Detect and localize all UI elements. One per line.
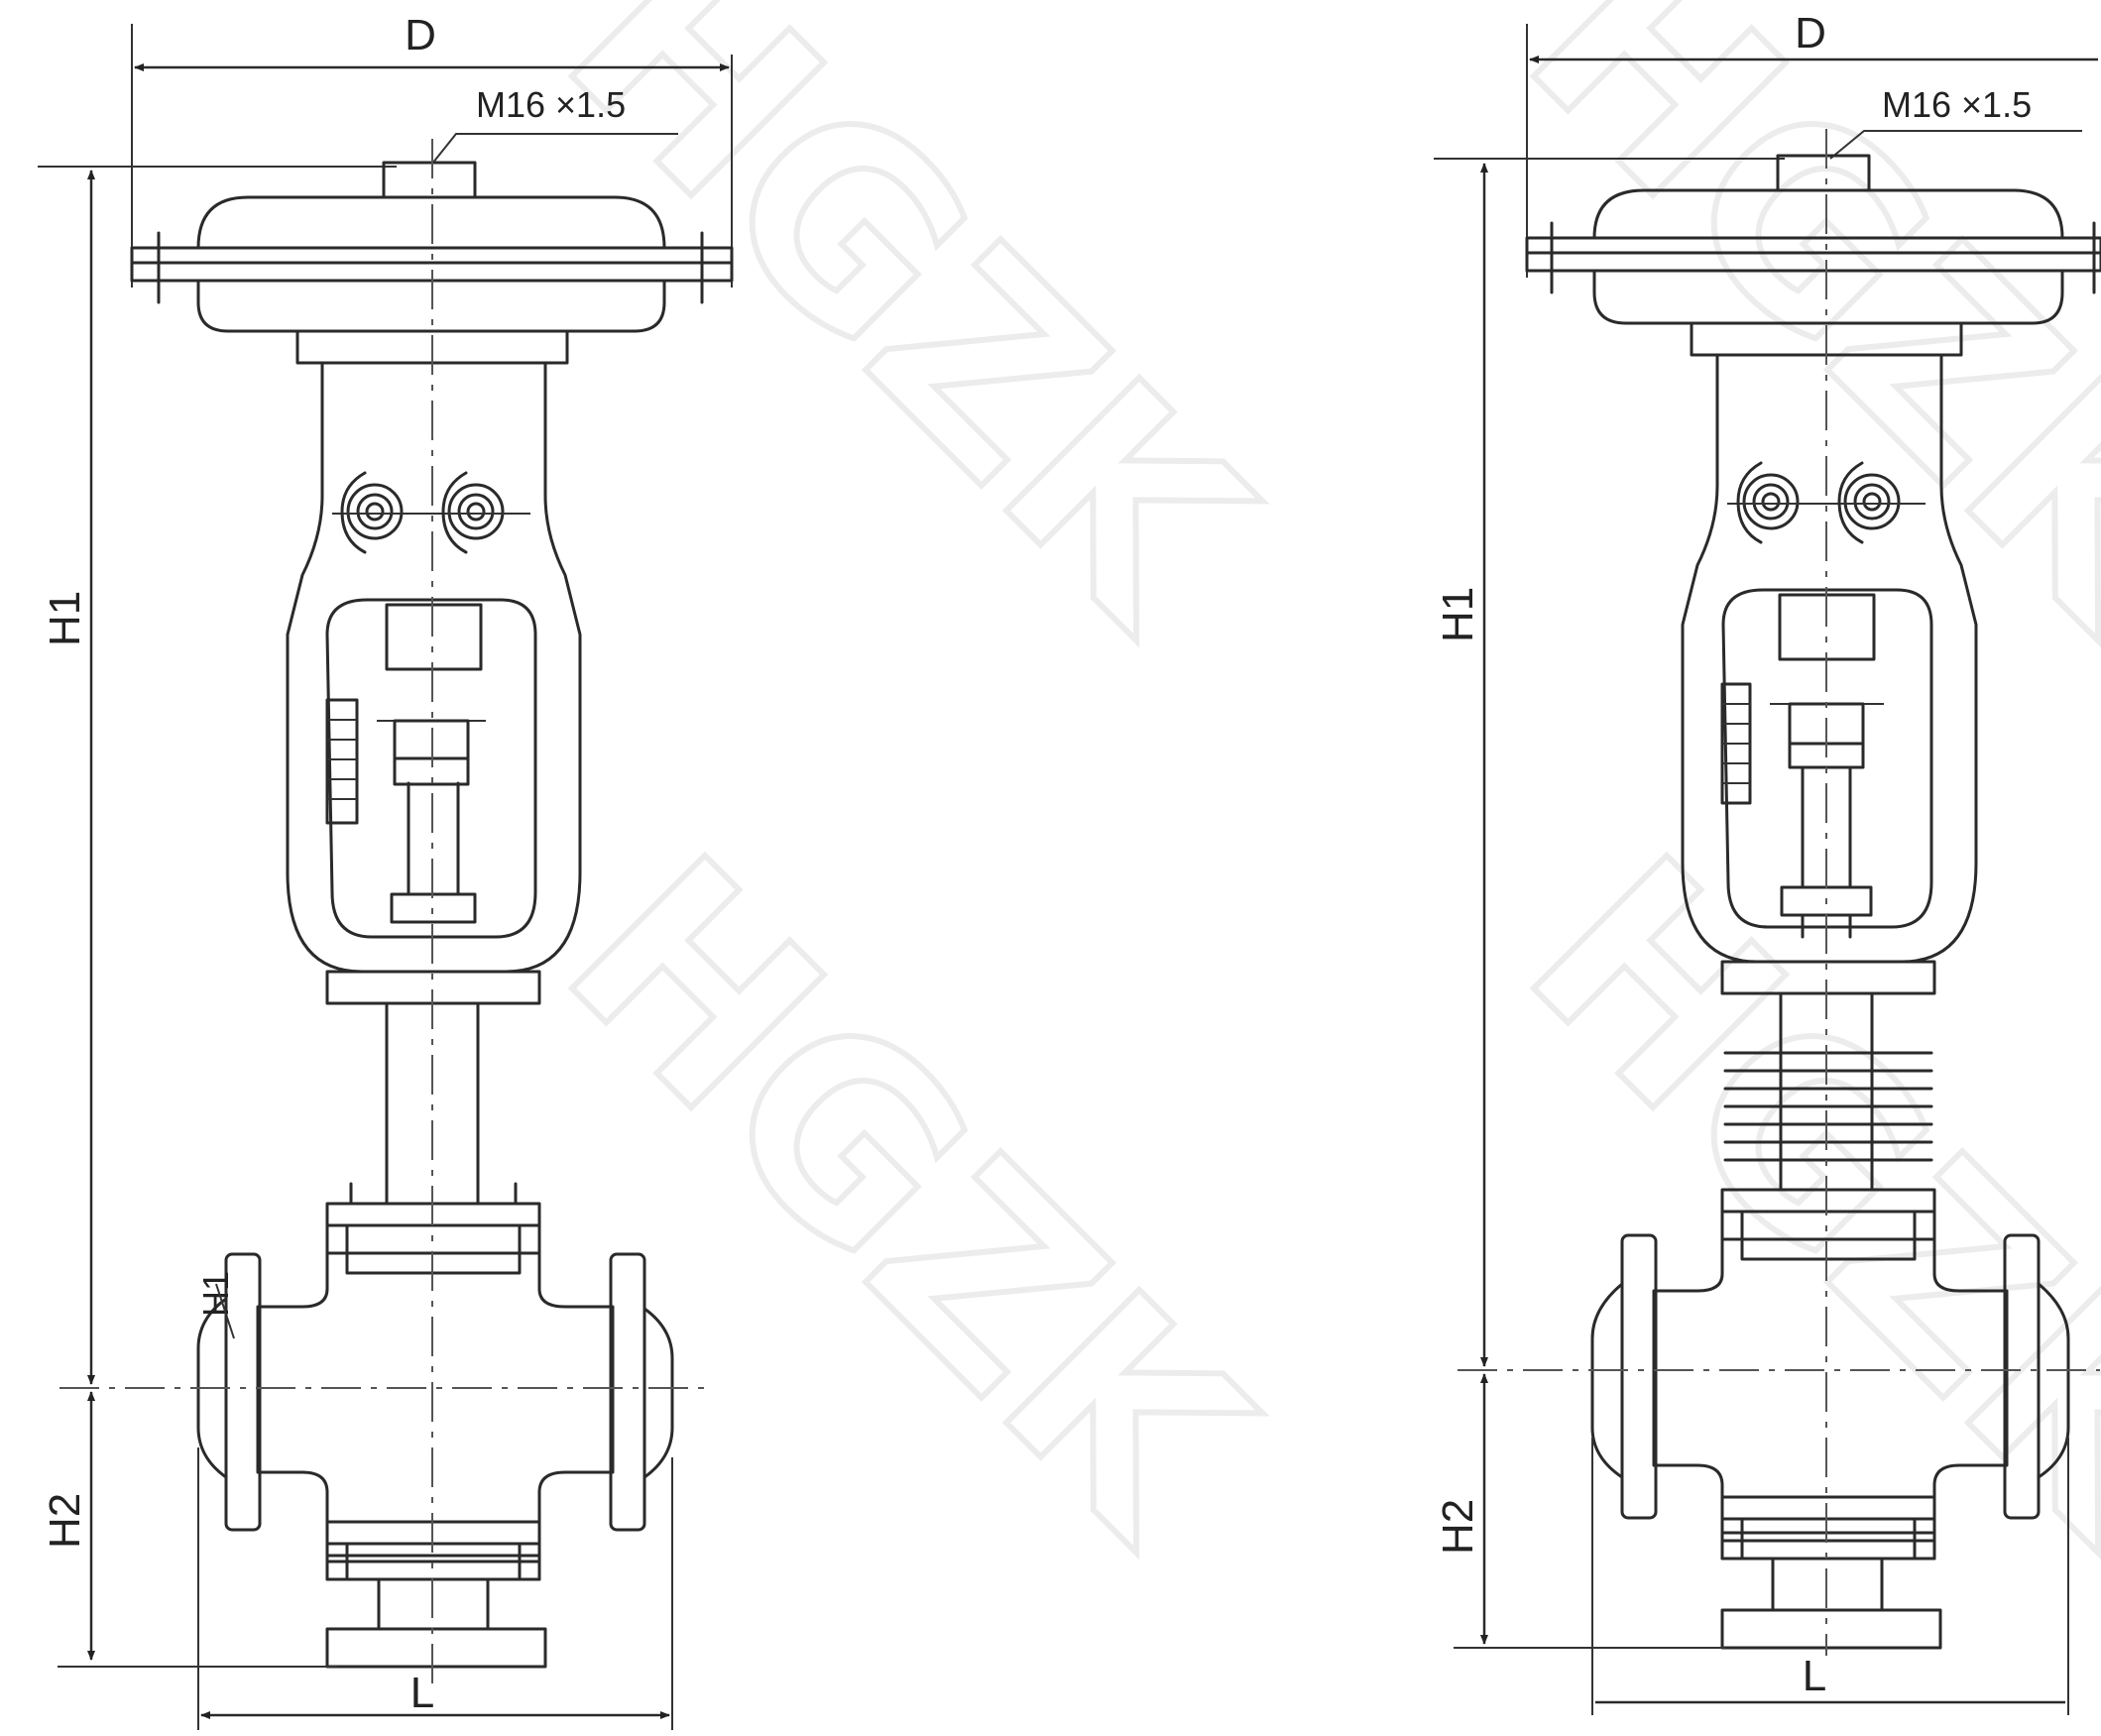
- bellows-fins: [1723, 1051, 1933, 1162]
- right-label-thread: M16 ×1.5: [1882, 84, 2032, 125]
- left-label-h2: H2: [41, 1493, 89, 1549]
- right-label-h1: H1: [1434, 587, 1482, 642]
- watermark-2: HGZK: [512, 803, 1306, 1597]
- left-label-flange-h1: H1: [195, 1271, 236, 1317]
- left-label-l: L: [410, 1669, 434, 1717]
- right-label-h2: H2: [1434, 1499, 1482, 1555]
- right-valve-view: D M16 ×1.5: [1434, 9, 2101, 1715]
- watermark-1: HGZK: [512, 0, 1306, 685]
- watermark-4: HGZK: [1473, 803, 2101, 1597]
- left-label-d: D: [405, 11, 436, 59]
- right-label-d: D: [1795, 9, 1826, 58]
- left-label-thread: M16 ×1.5: [476, 84, 626, 125]
- left-label-h1: H1: [41, 591, 89, 646]
- left-valve-view: D M16 ×1.5: [38, 11, 734, 1730]
- watermark-group: HGZK HGZK HGZK HGZK: [509, 0, 2101, 1600]
- right-label-l: L: [1803, 1652, 1826, 1700]
